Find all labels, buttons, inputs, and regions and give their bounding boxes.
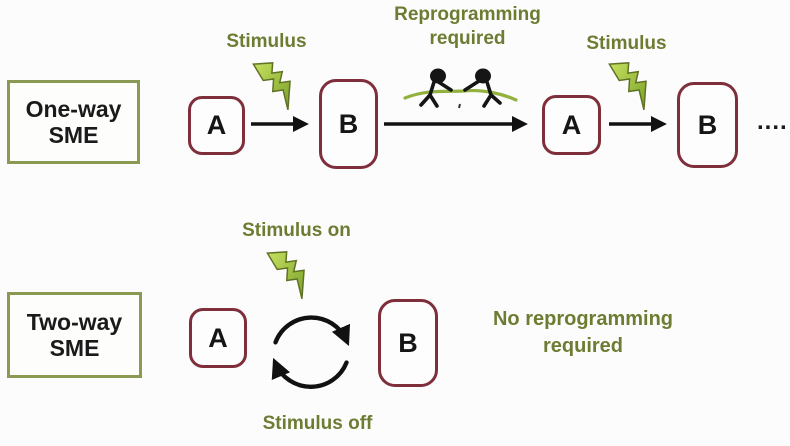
no-reprogramming-line2: required [542, 335, 624, 357]
state-box-b: B [378, 299, 438, 387]
one-way-label-line1: One-way [25, 95, 122, 122]
lightning-bolt-icon [608, 62, 647, 110]
continuation-dots: .... [757, 108, 788, 135]
reprogramming-line1: Reprogramming [394, 4, 541, 25]
left-figure-shape [419, 68, 453, 108]
rope-shape [403, 88, 518, 102]
state-letter: A [206, 110, 227, 140]
cycle-top-arc-shape [273, 315, 351, 346]
no-reprogramming-note: No reprogramming required [468, 306, 698, 360]
one-way-label-line2: SME [48, 122, 99, 148]
ground-mark-shape [458, 103, 461, 109]
no-reprogramming-line1: No reprogramming [492, 308, 674, 330]
state-letter: B [697, 109, 718, 140]
state-letter: B [338, 108, 359, 139]
stimulus-label-2: Stimulus [586, 33, 667, 54]
state-letter: B [398, 327, 418, 358]
state-box-b: B [319, 79, 378, 169]
stimulus-on-label: Stimulus on [242, 220, 351, 241]
right-arrow-icon [609, 116, 667, 132]
lightning-bolt-shape [608, 62, 647, 110]
reprogramming-line2: required [429, 28, 506, 49]
lightning-bolt-icon [266, 251, 305, 299]
state-letter: A [561, 109, 582, 140]
right-figure-shape [463, 68, 502, 108]
tug-of-war-icon [403, 68, 518, 109]
two-way-label-line1: Two-way [26, 308, 123, 335]
state-box-b: B [677, 82, 738, 168]
state-box-a: A [188, 96, 245, 155]
stimulus-label-1: Stimulus [226, 31, 307, 52]
cycle-arrows-icon [271, 315, 351, 389]
lightning-bolt-shape [252, 62, 291, 110]
state-box-a: A [542, 95, 601, 155]
two-way-label-box: Two-way SME [7, 292, 142, 378]
right-arrow-icon [251, 116, 309, 132]
lightning-bolt-shape [266, 251, 305, 299]
cycle-bottom-arc-shape [271, 357, 349, 389]
right-arrow-icon [384, 116, 528, 132]
one-way-label-box: One-way SME [7, 80, 140, 164]
state-box-a: A [189, 308, 247, 368]
lightning-bolt-icon [252, 62, 291, 110]
two-way-label-line2: SME [49, 335, 100, 361]
state-letter: A [208, 322, 228, 353]
reprogramming-label: Reprogramming required [380, 3, 555, 51]
stimulus-off-label: Stimulus off [262, 413, 373, 434]
